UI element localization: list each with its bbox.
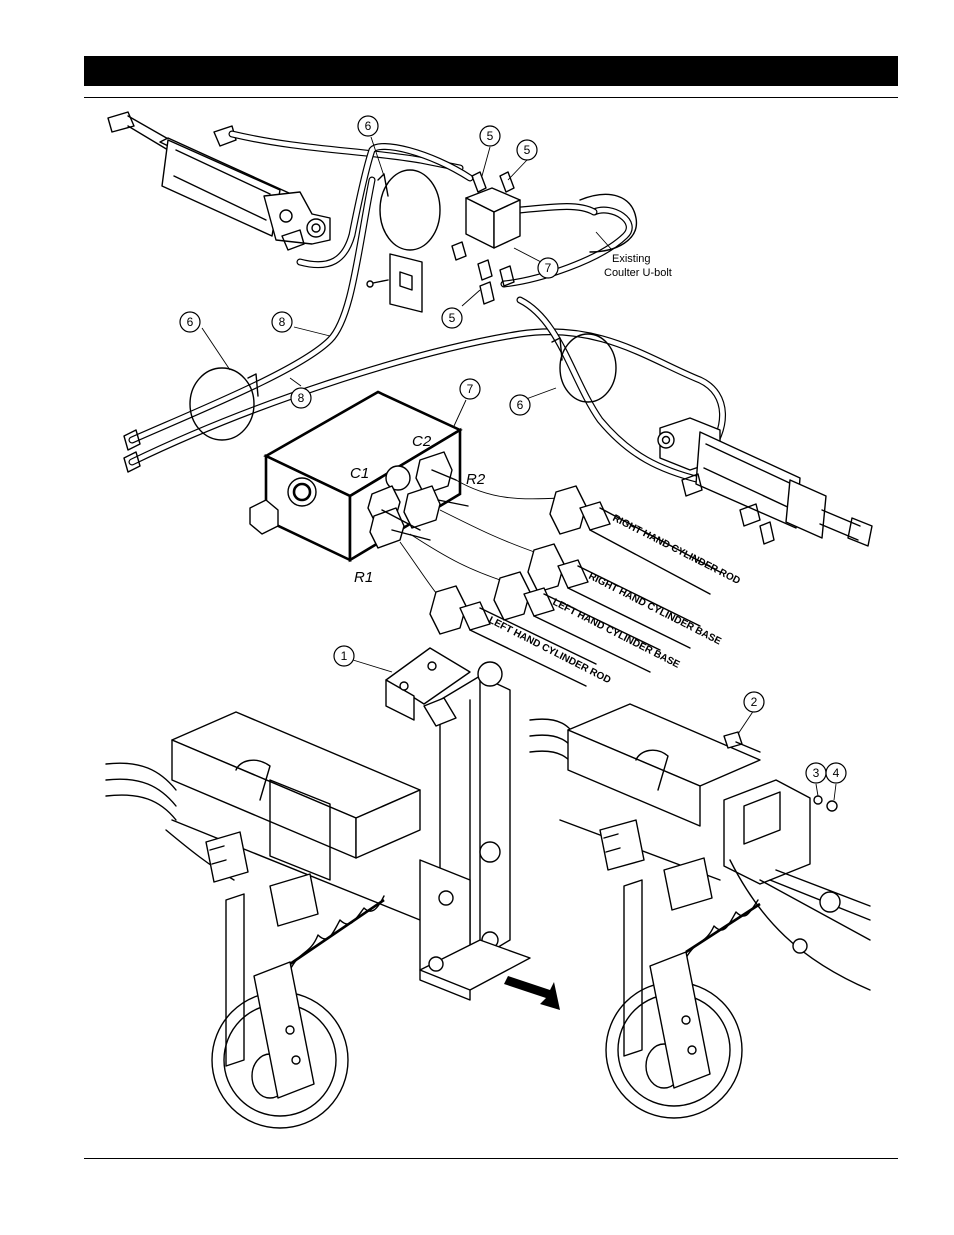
svg-text:7: 7 — [545, 261, 552, 275]
svg-text:5: 5 — [487, 129, 494, 143]
svg-text:6: 6 — [187, 315, 194, 329]
valve-block-detail — [249, 390, 469, 563]
callout-6a: 6 — [357, 115, 379, 137]
port-labels: C1 C2 R1 R2 — [350, 433, 486, 586]
svg-text:5: 5 — [449, 311, 456, 325]
callout-6b: 6 — [179, 311, 201, 333]
svg-text:2: 2 — [751, 695, 758, 709]
callout-5b: 5 — [516, 139, 538, 161]
svg-text:6: 6 — [517, 398, 524, 412]
svg-text:1: 1 — [341, 649, 348, 663]
callout-6c: 6 — [509, 394, 531, 416]
port-r1-label: R1 — [354, 569, 373, 586]
callout-4: 4 — [825, 762, 847, 784]
svg-text:3: 3 — [813, 766, 820, 780]
callout-5c: 5 — [441, 307, 463, 329]
mounting-bracket-1 — [385, 647, 560, 1010]
top-rule — [84, 97, 898, 98]
svg-text:8: 8 — [279, 315, 286, 329]
bottom-rule — [84, 1158, 898, 1159]
port-c1-label: C1 — [350, 465, 369, 482]
callout-2: 2 — [743, 691, 765, 713]
callout-3: 3 — [805, 762, 827, 784]
note-line-1: Existing — [612, 253, 651, 265]
callout-8b: 8 — [290, 387, 312, 409]
port-r2-label: R2 — [466, 471, 486, 488]
svg-text:7: 7 — [467, 382, 474, 396]
svg-text:6: 6 — [365, 119, 372, 133]
callout-1: 1 — [333, 645, 355, 667]
hydraulic-hoses — [123, 130, 748, 504]
right-coulter-assembly — [529, 703, 871, 1119]
callout-7a: 7 — [537, 257, 559, 279]
svg-text:8: 8 — [298, 391, 305, 405]
callout-7b: 7 — [459, 378, 481, 400]
left-hydraulic-cylinder — [107, 111, 331, 251]
port-c2-label: C2 — [412, 433, 432, 450]
right-hydraulic-cylinder — [657, 417, 873, 547]
hose-label-right-base: RIGHT HAND CYLINDER BASE — [587, 571, 723, 648]
left-coulter-assembly — [105, 711, 421, 1129]
callout-8a: 8 — [271, 311, 293, 333]
note-line-2: Coulter U-bolt — [604, 267, 672, 279]
svg-text:5: 5 — [524, 143, 531, 157]
callout-leaders — [201, 136, 837, 801]
callout-5a: 5 — [479, 125, 501, 147]
svg-text:4: 4 — [833, 766, 840, 780]
hose-clamps — [189, 169, 617, 441]
coulter-u-bolt-note: Existing Coulter U-bolt — [604, 253, 672, 279]
valve-block-small — [366, 171, 521, 313]
detail-hoses — [399, 479, 721, 687]
header-bar — [84, 56, 898, 86]
